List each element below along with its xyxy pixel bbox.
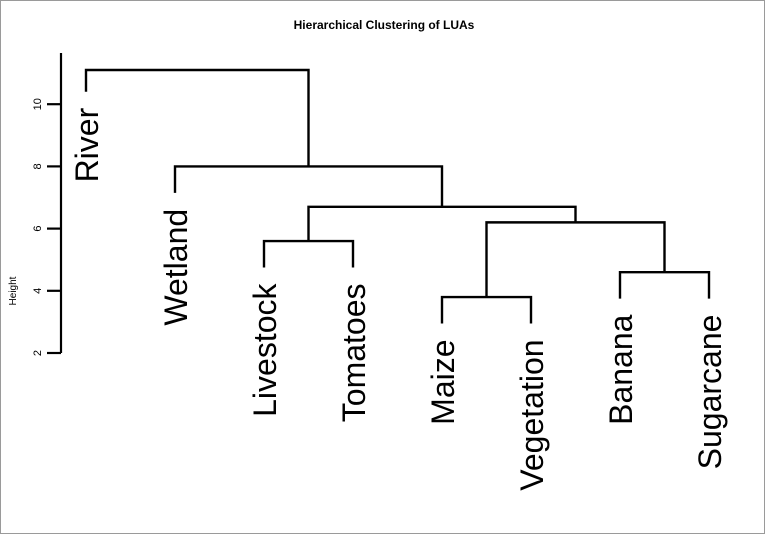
y-tick-label: 4 [32,288,44,294]
y-tick-label: 6 [32,226,44,232]
chart-title: Hierarchical Clustering of LUAs [294,18,475,32]
y-axis: 2 4 6 8 10 [32,53,63,356]
leaf-label: Sugarcane [692,315,728,470]
y-axis-label: Height [8,276,19,305]
leaf-label: Wetland [158,209,194,326]
leaf-label: Maize [425,339,461,424]
leaf-label: Livestock [247,282,283,416]
dendrogram-branches [84,68,711,324]
leaf-label: Tomatoes [336,283,372,422]
y-tick-label: 10 [32,98,44,110]
leaf-label: Vegetation [514,339,550,490]
y-tick-label: 8 [32,163,44,169]
dendrogram-merge [440,295,533,324]
dendrogram-merge [262,239,355,268]
leaf-label: Banana [603,314,639,425]
y-tick-label: 2 [32,350,44,356]
dendrogram-merge [84,68,310,167]
dendrogram-merge [173,165,444,207]
dendrogram-merge [485,221,666,298]
dendrogram-merge [618,270,711,299]
dendrogram-merge [307,205,577,242]
leaf-label: River [69,107,105,182]
